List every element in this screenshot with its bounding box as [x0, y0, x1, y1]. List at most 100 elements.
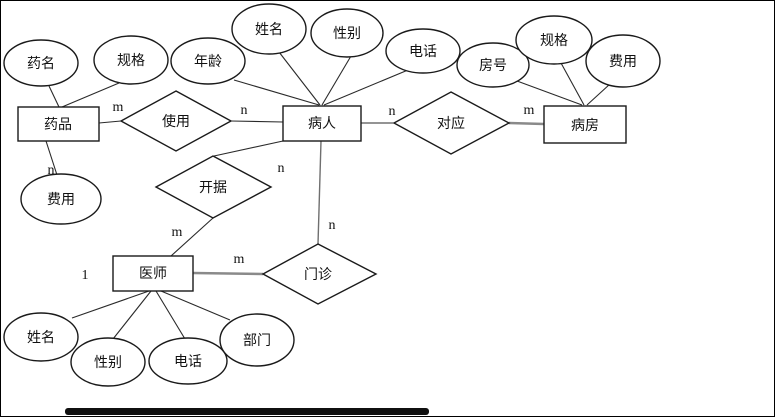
relationship-shiyong: 使用 — [119, 90, 233, 152]
attribute-dianhua-bottom-label: 电话 — [174, 354, 202, 370]
cardinality-menzhen-m: m — [234, 252, 245, 267]
relationship-menzhen: 门诊 — [261, 243, 378, 305]
relationship-diamond — [261, 243, 378, 305]
attribute-ellipse — [385, 28, 461, 74]
attribute-guige-right: 规格 — [515, 15, 593, 65]
attribute-ellipse — [515, 15, 593, 65]
attribute-dianhua-top: 电话 — [385, 28, 461, 74]
relationship-duiying: 对应 — [392, 91, 511, 155]
edge-xingming-top-bingren — [278, 51, 321, 106]
entity-bingfang: 病房 — [543, 105, 627, 144]
relationship-duiying-label: 对应 — [437, 115, 465, 132]
attribute-yaoming: 药名 — [3, 39, 79, 87]
edge-feiyong-right-bingfang — [586, 83, 611, 106]
cardinality-shiyong-n: n — [241, 103, 248, 118]
attribute-nianling: 年龄 — [170, 37, 246, 85]
attribute-feiyong-left-label: 费用 — [47, 192, 75, 208]
attribute-xingbie-top-label: 性别 — [333, 26, 361, 42]
attribute-ellipse — [310, 8, 384, 58]
attribute-dianhua-top-label: 电话 — [409, 44, 437, 60]
entity-yishi-label: 医师 — [139, 266, 167, 282]
attribute-feiyong-left: 费用 — [20, 173, 102, 225]
cardinality-duiying-n: n — [389, 104, 396, 119]
cardinality-feiyong-n: n — [48, 163, 55, 178]
edge-fanghao-bingfang — [516, 80, 583, 106]
attribute-guige-right-label: 规格 — [540, 33, 568, 49]
attribute-bumen: 部门 — [219, 313, 295, 367]
entity-bingren-label: 病人 — [308, 116, 336, 132]
attribute-ellipse — [585, 34, 661, 88]
attribute-xingbie-bottom-label: 性别 — [94, 355, 122, 371]
relationship-shiyong-label: 使用 — [162, 113, 190, 130]
entity-rect — [17, 106, 100, 142]
edge-yaopin-shiyong — [98, 120, 122, 124]
relationship-menzhen-label: 门诊 — [304, 267, 332, 283]
edge-yishi-dianhua-bottom — [155, 290, 186, 340]
entity-bingfang-label: 病房 — [571, 118, 599, 134]
edge-yishi-xingbie-bottom — [112, 290, 152, 340]
attribute-ellipse — [170, 37, 246, 85]
attribute-xingming-top-label: 姓名 — [255, 22, 283, 38]
relationship-diamond — [392, 91, 511, 155]
attribute-xingming-bottom-label: 姓名 — [27, 330, 55, 346]
attribute-guige-left-label: 规格 — [117, 53, 145, 69]
relationship-diamond — [119, 90, 233, 152]
relationship-kaiju-label: 开据 — [199, 180, 227, 196]
entity-yaopin: 药品 — [17, 106, 100, 142]
attribute-ellipse — [3, 39, 79, 87]
cardinality-kaiju-n: n — [278, 161, 285, 176]
attribute-ellipse — [219, 313, 295, 367]
attribute-ellipse — [20, 173, 102, 225]
edge-yishi-bumen — [160, 290, 231, 321]
edge-shiyong-bingren — [230, 120, 284, 123]
edge-yaoming-yaopin — [48, 85, 60, 108]
edge-kaiju-bingren — [213, 140, 284, 157]
attribute-nianling-label: 年龄 — [194, 54, 222, 70]
relationship-diamond — [154, 155, 273, 219]
attribute-dianhua-bottom: 电话 — [148, 337, 228, 385]
cardinality-kaiju-m: m — [172, 225, 183, 240]
edge-yishi-xingming-bottom — [71, 290, 150, 319]
entity-rect — [112, 255, 194, 292]
attribute-xingbie-top: 性别 — [310, 8, 384, 58]
attribute-xingbie-bottom: 性别 — [70, 337, 146, 387]
edge-guige-right-bingfang — [560, 62, 585, 106]
entity-bingren: 病人 — [282, 105, 362, 142]
attribute-yaoming-label: 药名 — [27, 56, 55, 72]
attribute-fanghao-label: 房号 — [479, 58, 507, 74]
entity-rect — [282, 105, 362, 142]
horizontal-scrollbar-thumb[interactable] — [65, 408, 429, 415]
attribute-fanghao: 房号 — [456, 42, 530, 88]
edge-dianhua-top-bingren — [323, 69, 409, 106]
cardinality-labels: m n n m n m m n n 1 — [48, 100, 535, 283]
cardinality-shiyong-m: m — [113, 100, 124, 115]
attribute-ellipse — [231, 3, 307, 55]
attribute-ellipse — [93, 35, 169, 85]
attribute-bumen-label: 部门 — [243, 333, 271, 349]
attribute-feiyong-right: 费用 — [585, 34, 661, 88]
edge-xingbie-top-bingren — [321, 55, 352, 106]
attribute-ellipse — [148, 337, 228, 385]
attribute-feiyong-right-label: 费用 — [609, 54, 637, 70]
edge-kaiju-yishi — [170, 217, 214, 257]
attribute-xingming-bottom: 姓名 — [3, 312, 79, 362]
cardinality-menzhen-n: n — [329, 218, 336, 233]
entity-rect — [543, 105, 627, 144]
entity-yishi: 医师 — [112, 255, 194, 292]
edges — [45, 51, 611, 340]
entity-yaopin-label: 药品 — [44, 117, 72, 133]
attribute-guige-left: 规格 — [93, 35, 169, 85]
relationship-kaiju: 开据 — [154, 155, 273, 219]
edge-yaopin-feiyong-left — [45, 140, 58, 176]
attribute-ellipse — [3, 312, 79, 362]
edge-bingren-menzhen — [317, 140, 322, 245]
edge-duiying-bingfang — [508, 121, 545, 126]
cardinality-duiying-m: m — [524, 103, 535, 118]
cardinality-yishi-one: 1 — [82, 268, 89, 283]
attribute-ellipse — [456, 42, 530, 88]
attribute-xingming-top: 姓名 — [231, 3, 307, 55]
edge-nianling-bingren — [233, 79, 320, 106]
edge-guige-left-yaopin — [61, 82, 120, 108]
